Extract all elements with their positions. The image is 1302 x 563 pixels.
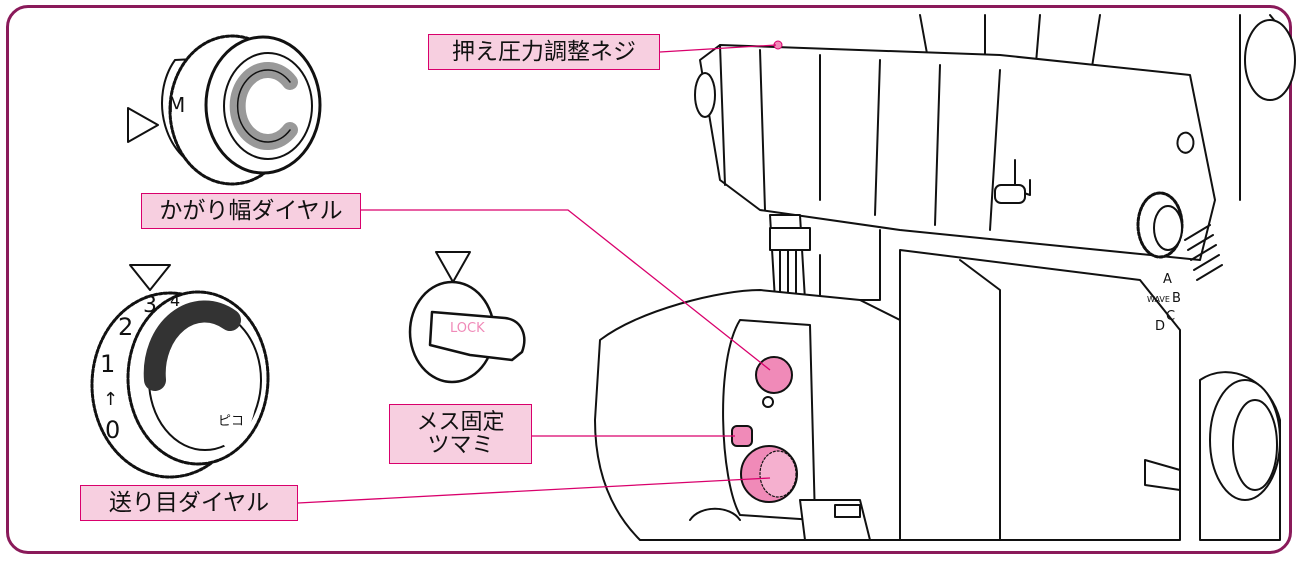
- feed-dial-number-4: 4: [170, 291, 180, 310]
- leader-lines: [297, 44, 777, 504]
- knife-lock-knob-illustration: LOCK: [408, 251, 526, 384]
- selector-letter-d: D: [1155, 319, 1165, 334]
- feed-dial-number-1: 1: [100, 350, 115, 378]
- callout-knife-lock-line2: ツマミ: [427, 433, 494, 458]
- selector-letter-a: A: [1163, 272, 1172, 287]
- callout-presser-screw: 押え圧力調整ネジ: [428, 34, 660, 70]
- pointer-triangle-icon: [129, 264, 171, 291]
- callout-feed-dial: 送り目ダイヤル: [80, 485, 298, 521]
- selector-letter-c: C: [1166, 309, 1175, 324]
- leader-width-dial: [361, 209, 771, 371]
- width-dial-illustration: M: [127, 34, 322, 186]
- selector-word: WAVE: [1147, 295, 1170, 304]
- leader-presser-screw: [659, 44, 777, 53]
- feed-dial-number-0: 0: [105, 416, 120, 444]
- feed-dial-label-lock: ロック: [168, 348, 210, 364]
- selector-letter-b: B: [1172, 291, 1181, 306]
- callout-width-dial: かがり幅ダイヤル: [141, 193, 361, 229]
- callout-knife-lock: メス固定 ツマミ: [389, 404, 532, 464]
- feed-dial-label-picot: ピコ: [218, 414, 244, 429]
- pointer-triangle-icon: [435, 251, 471, 283]
- feed-dial-label-normal: 普通: [156, 396, 186, 414]
- serger-machine-illustration: A B C D WAVE: [594, 14, 1296, 541]
- up-arrow-icon: ↑: [103, 389, 118, 410]
- knife-knob-text: LOCK: [450, 321, 485, 336]
- feed-dial-number-2: 2: [118, 313, 133, 341]
- callout-knife-lock-line1: メス固定: [416, 409, 505, 435]
- feed-dial-illustration: 0 1 2 3 4 ↑ 普通 ロック ピコ: [90, 264, 270, 479]
- leader-feed-dial: [297, 477, 771, 504]
- pointer-triangle-icon: [127, 107, 159, 143]
- width-dial-mark: M: [168, 93, 185, 117]
- feed-dial-number-3: 3: [143, 293, 157, 318]
